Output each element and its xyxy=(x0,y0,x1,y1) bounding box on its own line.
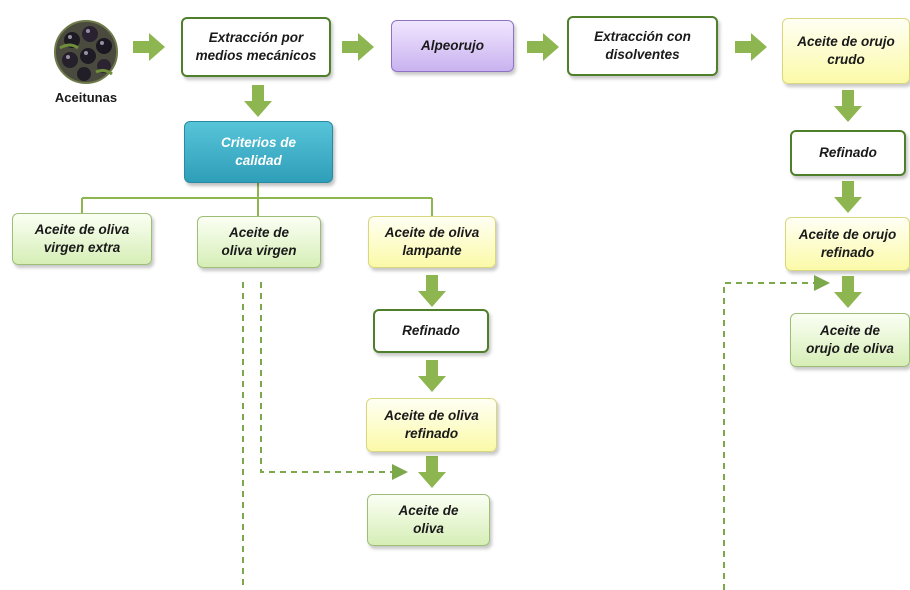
extraccion-mecanica-box: Extracción por medios mecánicos xyxy=(181,17,331,77)
arrow-refinado-to-orujo-refinado xyxy=(834,181,862,213)
virgen-extra-box: Aceite de oliva virgen extra xyxy=(12,213,152,265)
oliva-refinado-box: Aceite de oliva refinado xyxy=(366,398,497,452)
lampante-box: Aceite de oliva lampante xyxy=(368,216,496,268)
arrow-extraccion-to-criterios xyxy=(244,85,272,117)
alpeorujo-box: Alpeorujo xyxy=(391,20,514,72)
criterios-calidad-box: Criterios de calidad xyxy=(184,121,333,183)
orujo-crudo-box: Aceite de orujo crudo xyxy=(782,18,910,84)
aceitunas-label: Aceitunas xyxy=(54,90,118,105)
refinado-2-box: Refinado xyxy=(790,130,906,176)
arrow-to-aceite-oliva xyxy=(418,456,446,488)
dashed-connectors xyxy=(242,275,830,590)
arrow-crudo-to-refinado xyxy=(834,90,862,122)
refinado-1-box: Refinado xyxy=(373,309,489,353)
orujo-oliva-box: Aceite de orujo de oliva xyxy=(790,313,910,367)
arrow-lampante-to-refinado xyxy=(418,275,446,307)
extraccion-disolventes-box: Extracción con disolventes xyxy=(567,16,718,76)
arrow-extraccion-to-alpeorujo xyxy=(342,33,374,61)
virgen-box: Aceite de oliva virgen xyxy=(197,216,321,268)
arrow-olives-to-extraccion xyxy=(133,33,165,61)
arrow-disolventes-to-orujo-crudo xyxy=(735,33,767,61)
arrow-to-orujo-oliva xyxy=(834,276,862,308)
block-arrows xyxy=(133,33,862,488)
aceite-oliva-box: Aceite de oliva xyxy=(367,494,490,546)
orujo-refinado-box: Aceite de orujo refinado xyxy=(785,217,910,271)
branch-lines xyxy=(81,182,433,216)
arrow-alpeorujo-to-disolventes xyxy=(527,33,559,61)
arrow-refinado-to-oliva-refinado xyxy=(418,360,446,392)
olives-image xyxy=(54,20,118,84)
